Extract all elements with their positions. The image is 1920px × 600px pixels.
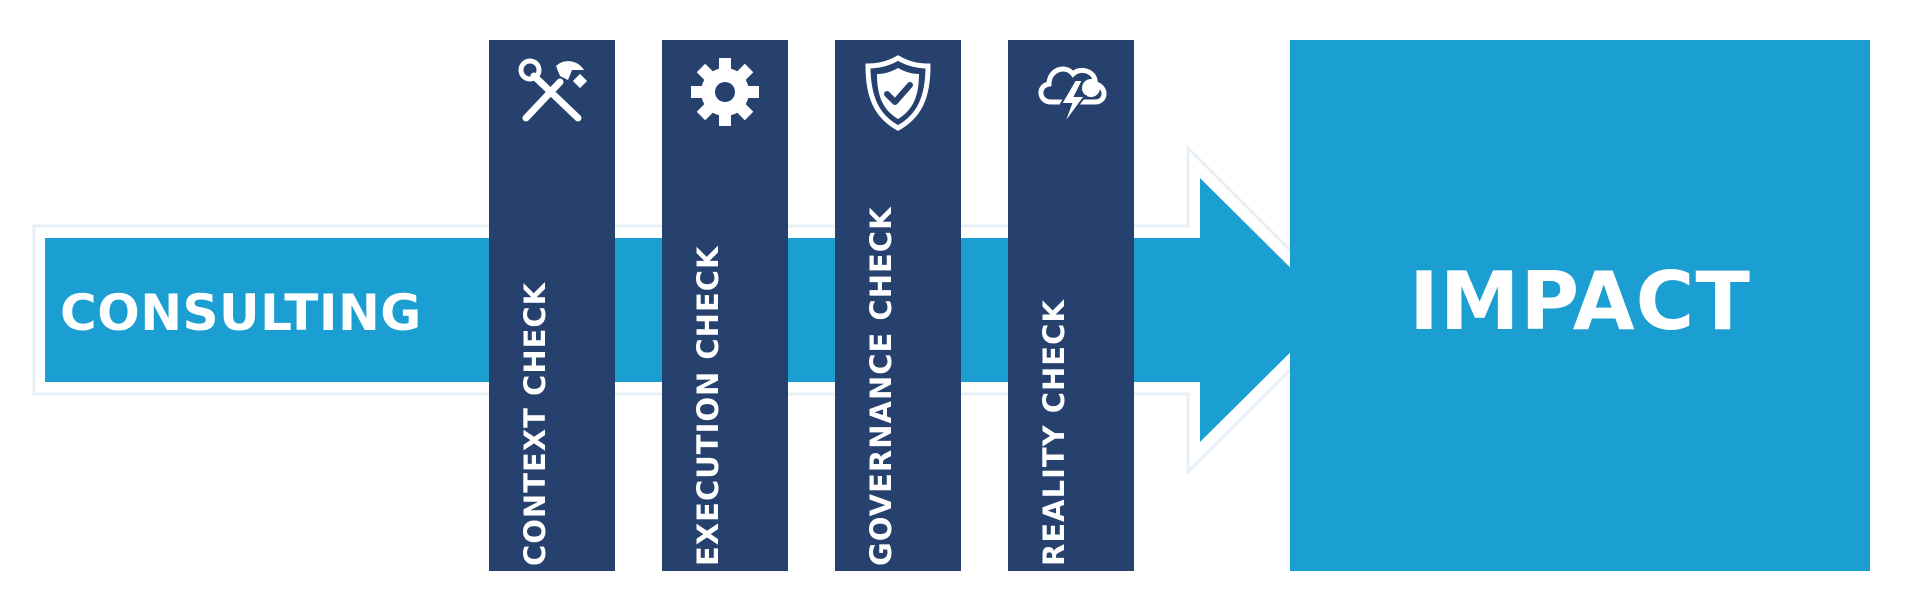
impact-label: IMPACT [1409,255,1751,348]
governance-check-column: GOVERNANCE CHECK [835,40,961,571]
governance-check-label: GOVERNANCE CHECK [864,206,898,566]
consulting-label: CONSULTING [60,284,422,342]
execution-check-label: EXECUTION CHECK [691,245,725,566]
context-check-column: CONTEXT CHECK [489,40,615,571]
gear-icon [691,58,759,126]
storm-cloud-icon [1038,66,1107,127]
execution-check-column: EXECUTION CHECK [662,40,788,571]
tools-icon [518,58,588,122]
reality-check-column: REALITY CHECK [1008,40,1134,571]
context-check-label: CONTEXT CHECK [518,281,552,566]
impact-box: IMPACT [1290,40,1870,571]
reality-check-label: REALITY CHECK [1037,299,1071,566]
shield-check-icon [865,55,931,131]
